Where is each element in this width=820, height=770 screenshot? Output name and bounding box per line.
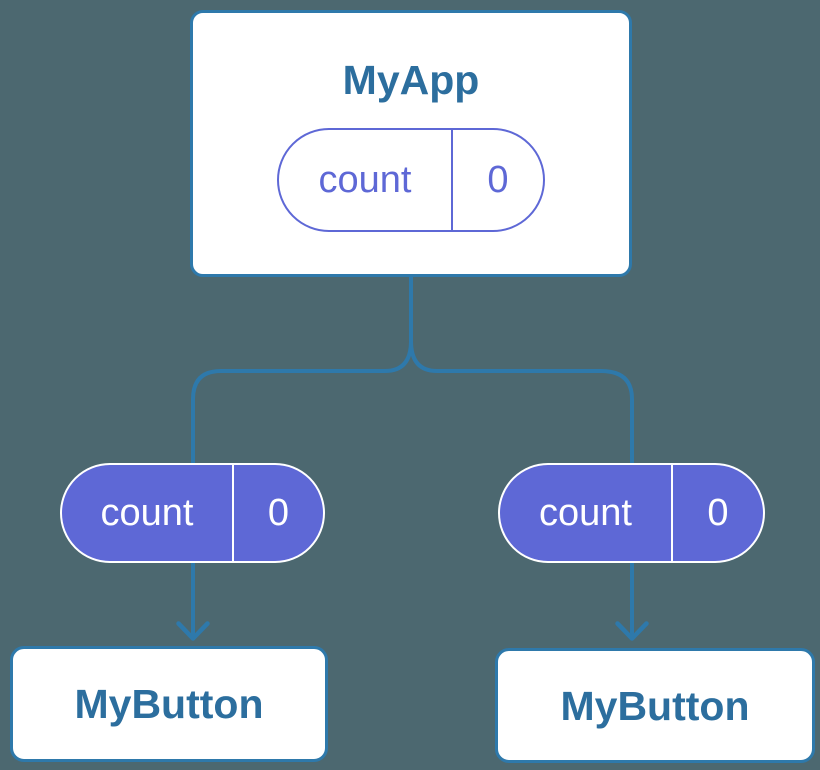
prop-pill-right: count 0 (498, 463, 765, 563)
state-label: count (318, 159, 412, 201)
left-arrowhead-icon (176, 621, 210, 641)
prop-label: count (100, 492, 194, 534)
node-mybutton-right: MyButton (495, 648, 815, 763)
prop-value: 0 (232, 465, 323, 561)
right-arrowhead-icon (615, 621, 649, 641)
prop-pill-left: count 0 (60, 463, 325, 563)
node-mybutton-left-title: MyButton (74, 681, 264, 727)
state-pill-myapp: count 0 (277, 128, 545, 232)
node-mybutton-right-title: MyButton (560, 682, 750, 729)
state-value: 0 (451, 130, 543, 230)
node-mybutton-left: MyButton (10, 646, 328, 762)
prop-value: 0 (671, 465, 763, 561)
node-myapp-title: MyApp (342, 57, 480, 103)
prop-label: count (539, 492, 632, 534)
root-to-children-connector (191, 272, 634, 638)
node-myapp: MyApp count 0 (190, 10, 632, 277)
